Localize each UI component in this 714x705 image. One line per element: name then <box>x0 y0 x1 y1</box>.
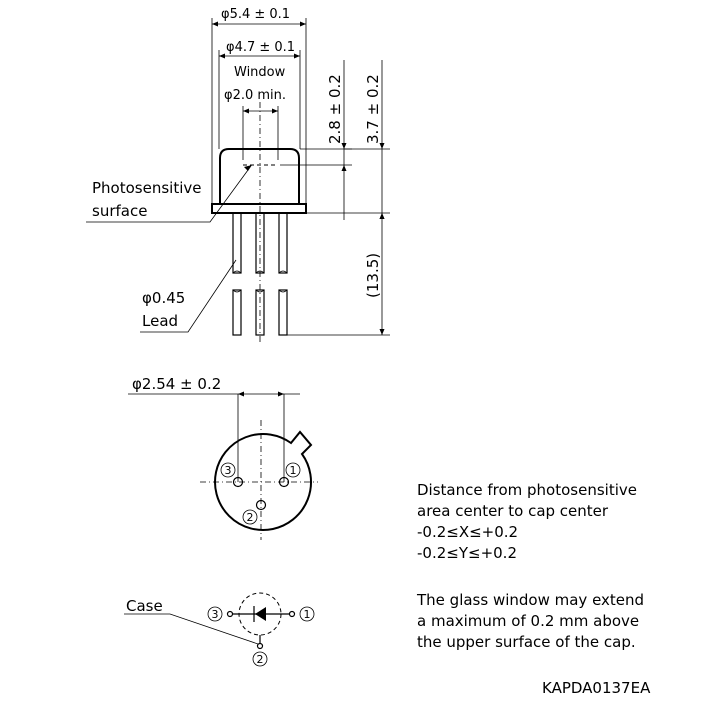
lead-left-upper <box>232 212 242 274</box>
note-glass-2: a maximum of 0.2 mm above <box>417 612 639 630</box>
dim-lead-length: (13.5) <box>364 253 382 298</box>
side-view <box>86 18 390 345</box>
bottom-view: φ2.54 ± 0.2 3 1 2 <box>128 375 318 540</box>
dim-height-3-7: 3.7 ± 0.2 <box>364 74 382 144</box>
pin-hole-1 <box>278 476 290 488</box>
note-distance-1: Distance from photosensitive <box>417 481 637 499</box>
photosensitive-label-2: surface <box>92 202 147 220</box>
pin-number-1: 1 <box>290 464 297 477</box>
pin-number-2: 2 <box>247 511 254 524</box>
dim-window-diameter: φ4.7 ± 0.1 <box>226 40 295 55</box>
photosensitive-label-1: Photosensitive <box>92 179 201 197</box>
note-distance-2: area center to cap center <box>417 502 609 520</box>
note-glass-3: the upper surface of the cap. <box>417 633 636 651</box>
note-glass-1: The glass window may extend <box>416 591 644 609</box>
schematic: 3 1 2 Case <box>124 592 315 667</box>
diode-symbol <box>255 607 266 621</box>
lead-right-lower <box>278 289 288 336</box>
dim-pin-circle: φ2.54 ± 0.2 <box>132 375 221 393</box>
dim-window-label: Window <box>234 65 286 80</box>
bottom-outline <box>214 430 313 531</box>
lead-left-lower <box>232 289 242 336</box>
lead-label: Lead <box>142 312 178 330</box>
schematic-pin-3: 3 <box>212 608 219 621</box>
cap-outline <box>219 148 300 205</box>
dim-outer-diameter: φ5.4 ± 0.1 <box>221 7 290 22</box>
pin-number-3: 3 <box>225 464 232 477</box>
dim-min-diameter: φ2.0 min. <box>224 88 286 103</box>
note-x-tolerance: -0.2≤X≤+0.2 <box>417 523 518 541</box>
schematic-pin-1: 1 <box>304 608 311 621</box>
leads <box>232 212 288 336</box>
pin-hole-2 <box>255 499 267 511</box>
drawing-code: KAPDA0137EA <box>542 679 651 697</box>
flange <box>211 203 307 214</box>
lead-right-upper <box>278 212 288 274</box>
case-label: Case <box>126 597 163 615</box>
schematic-pin-2: 2 <box>257 653 264 666</box>
lead-mid-lower <box>255 289 265 336</box>
dim-lead-diameter: φ0.45 <box>142 289 185 307</box>
notes: Distance from photosensitive area center… <box>416 481 644 651</box>
dim-height-2-8: 2.8 ± 0.2 <box>326 74 344 144</box>
note-y-tolerance: -0.2≤Y≤+0.2 <box>417 544 517 562</box>
lead-mid-upper <box>255 212 265 274</box>
pin-hole-3 <box>232 476 244 488</box>
